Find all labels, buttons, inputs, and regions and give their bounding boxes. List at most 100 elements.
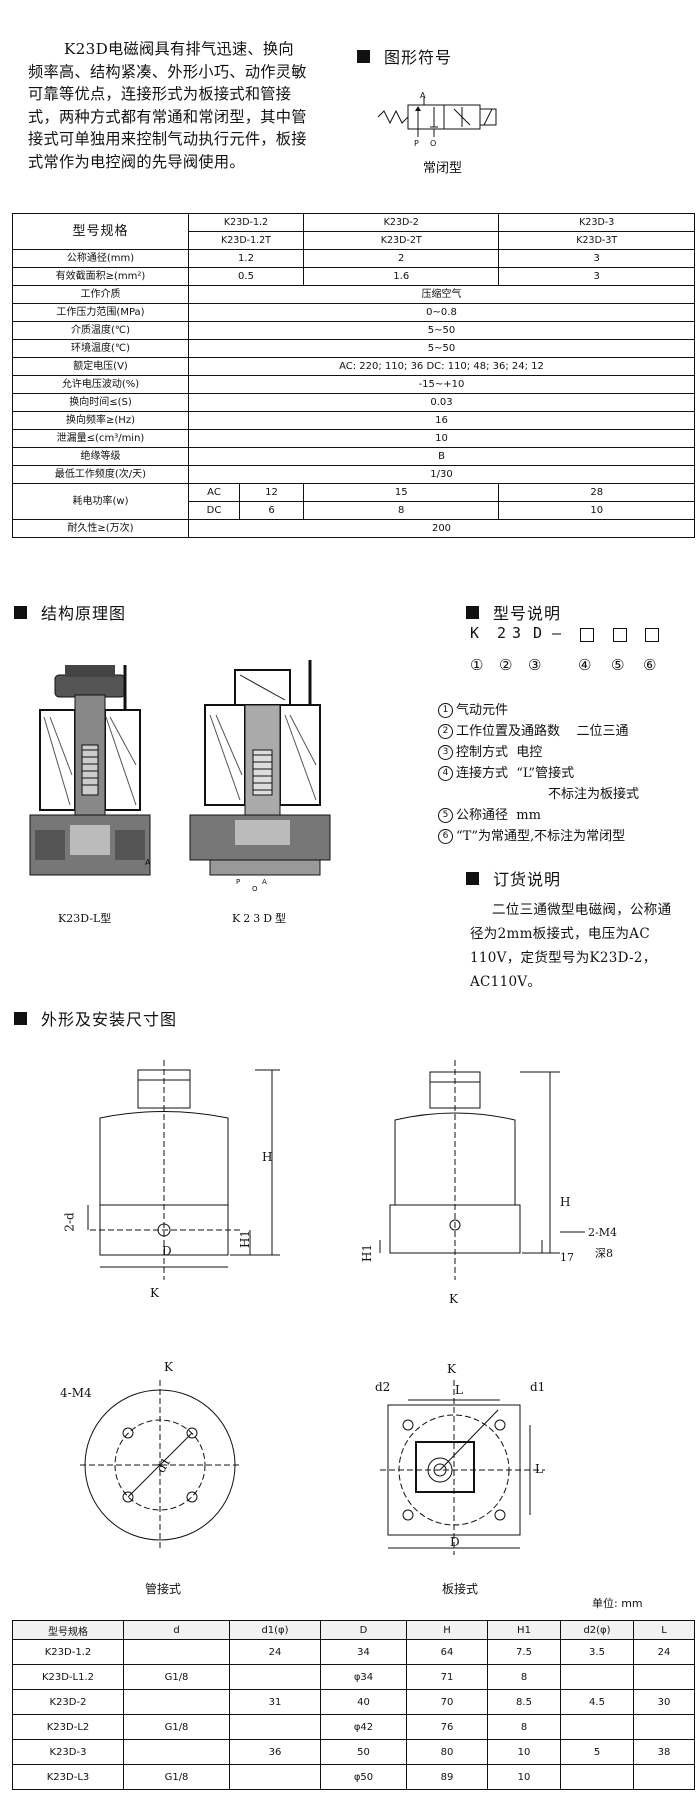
table-cell: 10	[498, 501, 695, 520]
table-cell: φ42	[320, 1714, 407, 1740]
structure-section-heading: 结构原理图	[14, 600, 126, 624]
dim-label-k-right: K	[449, 1292, 458, 1306]
table-cell: 12	[238, 483, 305, 502]
plate-label-k: K	[447, 1362, 456, 1376]
table-row: K23D-3 36 50 80 10 5 38	[12, 1739, 695, 1765]
model-desc-heading: 型号说明	[466, 600, 561, 624]
legend-num: 2	[438, 724, 453, 739]
model-cell: K23D-1.2T	[187, 231, 305, 250]
table-row: K23D-L1.2 G1/8 φ34 71 8	[12, 1664, 695, 1690]
table-cell: K23D-L2	[12, 1714, 124, 1740]
plate-label-l-side: L	[535, 1462, 543, 1476]
table-cell	[123, 1639, 230, 1665]
table-row: K23D-L3 G1/8 φ50 89 10	[12, 1764, 695, 1790]
table-cell: 压缩空气	[188, 285, 695, 304]
table-row: K23D-2 31 40 70 8.5 4.5 30	[12, 1689, 695, 1715]
row-label: 最低工作频度(次/天)	[12, 465, 189, 484]
table-cell: 30	[633, 1689, 695, 1715]
table-cell: K23D-3	[12, 1739, 124, 1765]
table-cell: 24	[633, 1639, 695, 1665]
model-code-dash: —	[552, 624, 562, 642]
column-header: 型号规格	[12, 1620, 124, 1640]
table-cell: 200	[188, 519, 695, 538]
table-cell: 3	[498, 267, 695, 286]
table-cell	[560, 1714, 634, 1740]
table-row: 最低工作频度(次/天)1/30	[12, 465, 695, 484]
pipe-caption: 管接式	[145, 1582, 182, 1596]
row-label: 公称通径(mm)	[12, 249, 189, 268]
column-header: D	[320, 1620, 407, 1640]
row-label: 工作压力范围(MPa)	[12, 303, 189, 322]
structure-diagram-left	[29, 665, 151, 876]
table-cell: 16	[188, 411, 695, 430]
table-cell: 5	[560, 1739, 634, 1765]
order-text: 二位三通微型电磁阀，公称通径为2mm板接式，电压为AC 110V，定货型号为K2…	[470, 902, 672, 990]
table-row: 耐久性≥(万次) 200	[12, 519, 695, 538]
table-row: DC 6 8 10	[13, 501, 695, 520]
model-code-box	[613, 628, 627, 642]
dim-label-h1-right: H1	[360, 1243, 375, 1263]
table-cell: 1.2	[187, 249, 305, 268]
table-row: 换向时间≤(S)0.03	[12, 393, 695, 412]
dimensions-table: 型号规格 d d1(φ) D H H1 d2(φ) L K23D-1.2 24 …	[12, 1620, 695, 1790]
table-cell: φ34	[320, 1664, 407, 1690]
dim-label-2d: 2-d	[62, 1212, 77, 1232]
table-cell: AC: 220; 110; 36 DC: 110; 48; 36; 24; 12	[188, 357, 695, 376]
section-bullet-icon	[14, 605, 27, 619]
table-cell: DC	[188, 501, 240, 520]
model-code-box	[580, 628, 594, 642]
table-cell: 0~0.8	[188, 303, 695, 322]
plate-label-l-top: L	[455, 1383, 463, 1397]
table-cell: 15	[303, 483, 500, 502]
model-num: ⑤	[611, 656, 625, 674]
table-cell: 1/30	[188, 465, 695, 484]
dim-label-d: D	[162, 1244, 172, 1258]
table-cell: 3.5	[560, 1639, 634, 1665]
legend-text: 控制方式 电控	[456, 745, 543, 760]
section-bullet-icon	[466, 605, 479, 619]
table-cell: 8	[487, 1714, 561, 1740]
symbol-port-p: P	[414, 139, 419, 148]
model-code-23: 23	[497, 624, 528, 642]
structure-caption-left: K23D-L型	[58, 912, 112, 925]
symbol-port-o: O	[430, 139, 437, 148]
table-row: 工作介质压缩空气	[12, 285, 695, 304]
dim-label-depth: 深8	[595, 1247, 613, 1260]
table-cell	[123, 1739, 230, 1765]
table-cell: 38	[633, 1739, 695, 1765]
table-cell: 50	[320, 1739, 407, 1765]
table-cell: 7.5	[487, 1639, 561, 1665]
model-code-d: D	[533, 624, 549, 642]
table-row: 额定电压(V)AC: 220; 110; 36 DC: 110; 48; 36;…	[12, 357, 695, 376]
table-row: 允许电压波动(%)-15~+10	[12, 375, 695, 394]
table-cell	[229, 1664, 321, 1690]
table-cell: G1/8	[123, 1664, 230, 1690]
plate-label-d2: d2	[375, 1380, 391, 1394]
table-cell: φ50	[320, 1764, 407, 1790]
model-desc-title: 型号说明	[493, 604, 562, 623]
outline-title: 外形及安装尺寸图	[41, 1010, 178, 1029]
section-bullet-icon	[14, 1011, 27, 1025]
table-cell: K23D-L3	[12, 1764, 124, 1790]
row-label: 绝缘等级	[12, 447, 189, 466]
model-code-k: K	[470, 624, 486, 642]
legend-num: 4	[438, 766, 453, 781]
table-cell	[560, 1764, 634, 1790]
table-cell: G1/8	[123, 1764, 230, 1790]
model-cell: K23D-1.2	[187, 213, 305, 232]
plate-label-d: D	[450, 1535, 460, 1549]
valve-symbol-icon	[377, 97, 497, 137]
legend-num: 3	[438, 745, 453, 760]
table-cell	[229, 1764, 321, 1790]
symbol-caption: 常闭型	[423, 161, 463, 176]
symbol-title: 图形符号	[384, 48, 453, 67]
model-code-box	[645, 628, 659, 642]
pipe-label-m4: 4-M4	[60, 1386, 92, 1400]
row-label: 有效截面积≥(mm²)	[12, 267, 189, 286]
plate-label-d1: d1	[530, 1380, 546, 1394]
section-bullet-icon	[466, 871, 479, 885]
symbol-section-heading: 图形符号	[357, 44, 452, 68]
